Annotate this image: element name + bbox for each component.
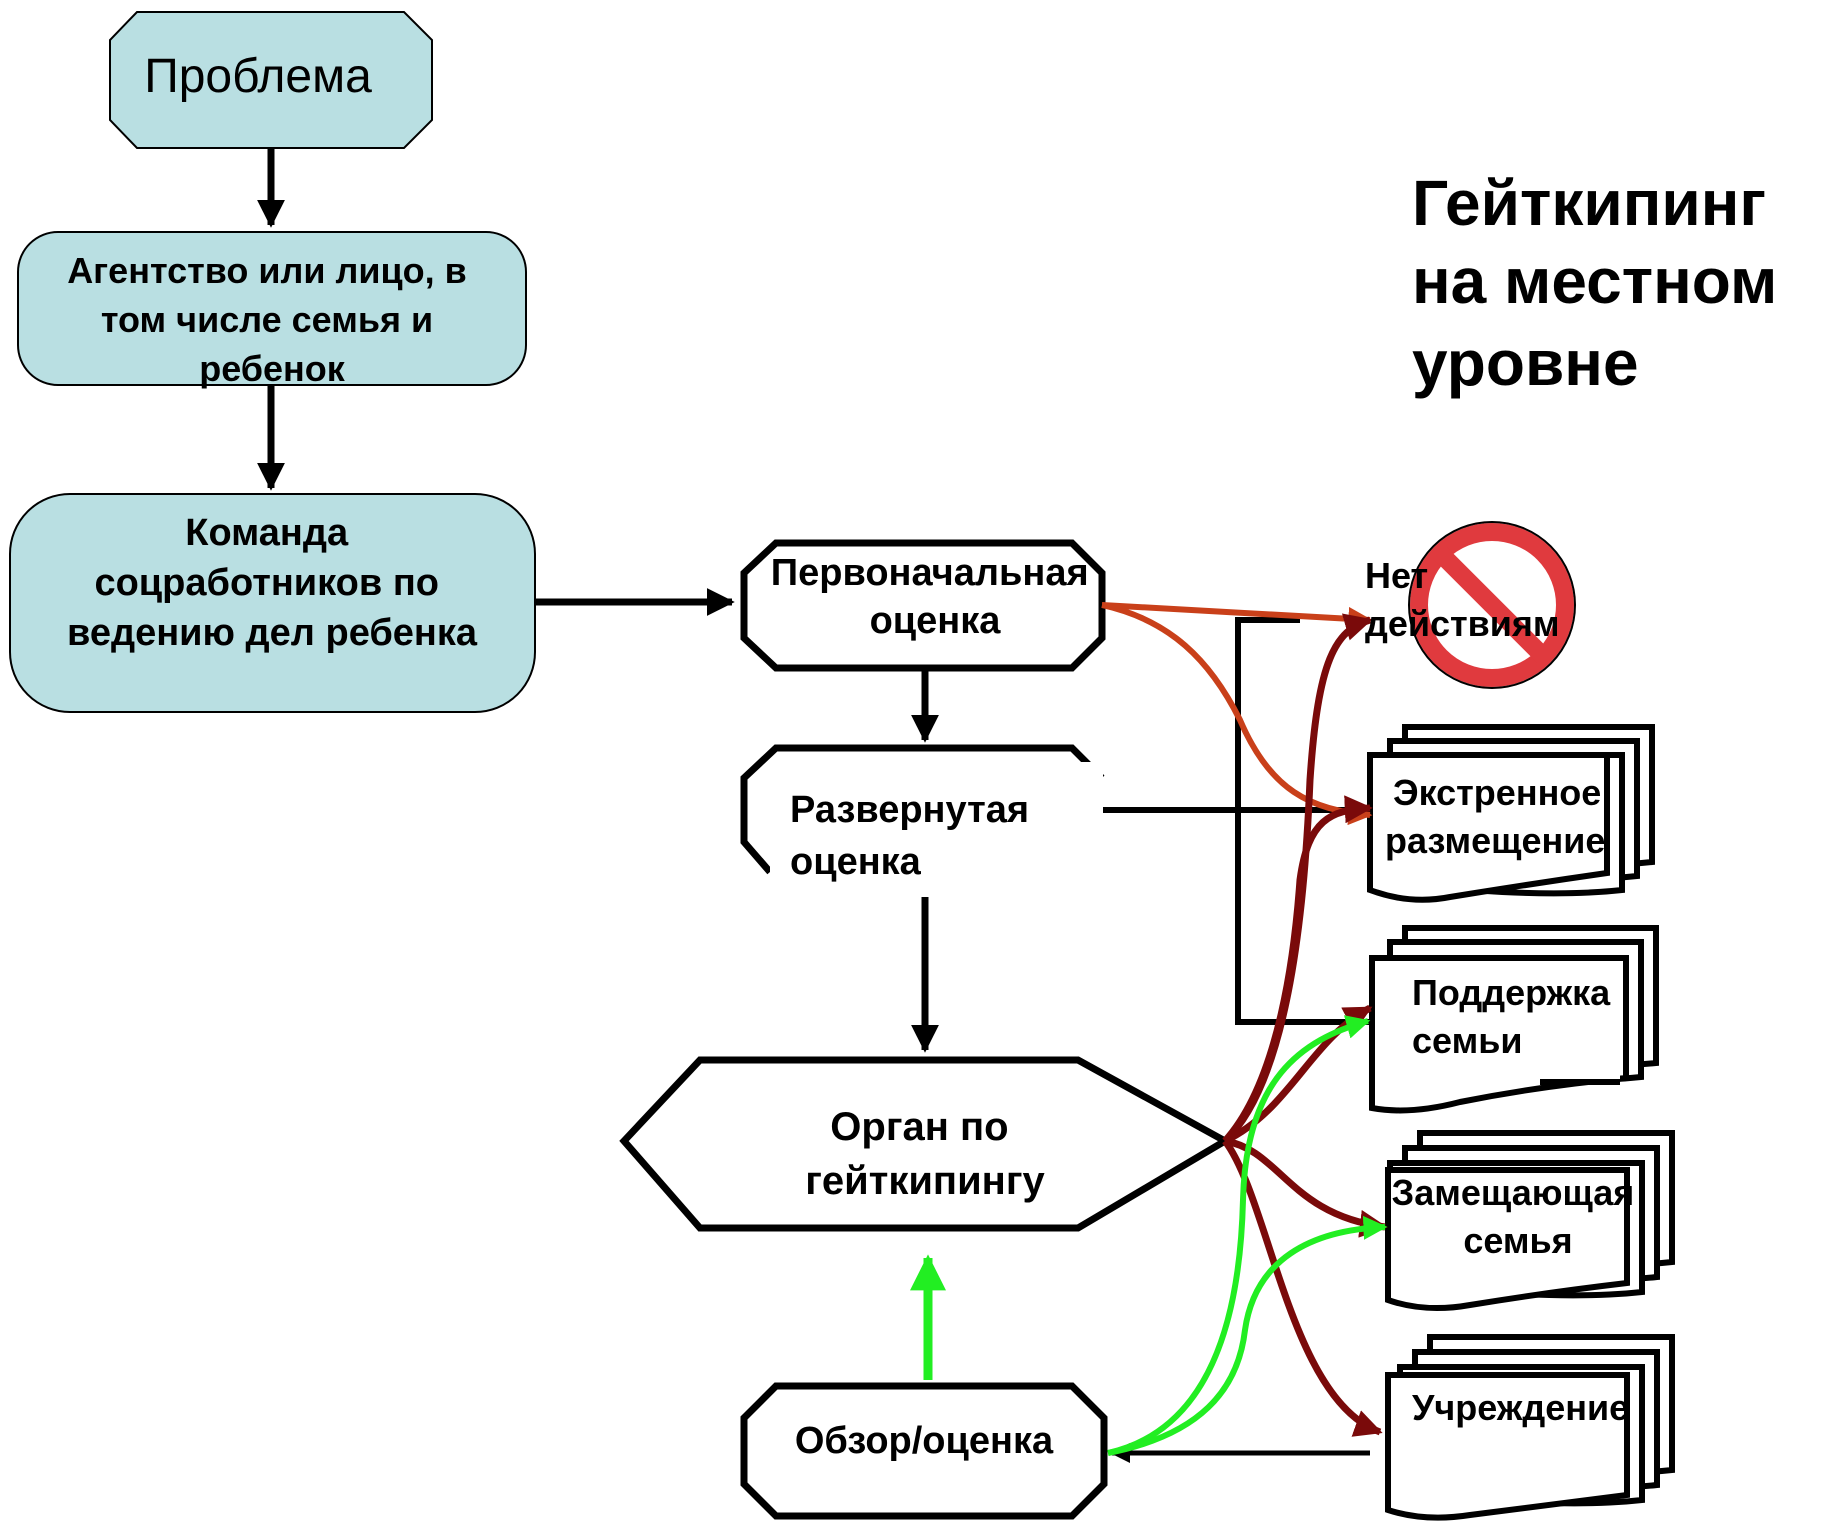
green-arrows [1107, 1015, 1388, 1456]
node-gatekeeping-body-label: Орган по гейткипингу [805, 1105, 1045, 1203]
line-bracket [1235, 617, 1372, 1025]
node-agency-label: Агентство или лицо, в том числе семья и … [67, 250, 477, 389]
node-detailed-assessment-label: Развернутая оценка [790, 789, 1040, 883]
doc-stack-emergency [1367, 724, 1655, 903]
node-detailed-assessment: Развернутая оценка [740, 744, 1105, 897]
outcome-substitute-family-label: Замещающая семья [1392, 1172, 1645, 1261]
node-team: Команда соцработников по ведению дел реб… [9, 493, 536, 713]
outcome-no-action-label: Нет действиям [1365, 555, 1560, 644]
doc-stack-substitute-family [1385, 1130, 1675, 1312]
node-review-label: Обзор/оценка [795, 1420, 1054, 1462]
node-team-label: Команда соцработников по ведению дел реб… [67, 512, 478, 654]
doc-stack-institution [1385, 1334, 1675, 1521]
outcome-emergency-label: Экстренное размещение [1385, 772, 1611, 861]
doc-stack-family-support [1369, 925, 1659, 1114]
node-agency: Агентство или лицо, в том числе семья и … [17, 231, 527, 389]
orange-arrows [1101, 602, 1373, 826]
node-problem: Проблема [109, 11, 433, 149]
outcome-family-support-label: Поддержка семьи [1412, 972, 1620, 1061]
node-initial-assessment: Первоначальная оценка [740, 539, 1106, 672]
node-initial-assessment-label: Первоначальная оценка [771, 552, 1099, 642]
node-review: Обзор/оценка [740, 1382, 1108, 1520]
title: Гейткипинг на местном уровне [1412, 167, 1795, 399]
node-gatekeeping-body: Орган по гейткипингу [619, 1056, 1233, 1232]
node-problem-label: Проблема [144, 50, 372, 103]
outcome-institution-label: Учреждение [1412, 1387, 1629, 1428]
no-entry-icon [1408, 521, 1576, 689]
outcome-connector-lines [1103, 617, 1372, 1463]
